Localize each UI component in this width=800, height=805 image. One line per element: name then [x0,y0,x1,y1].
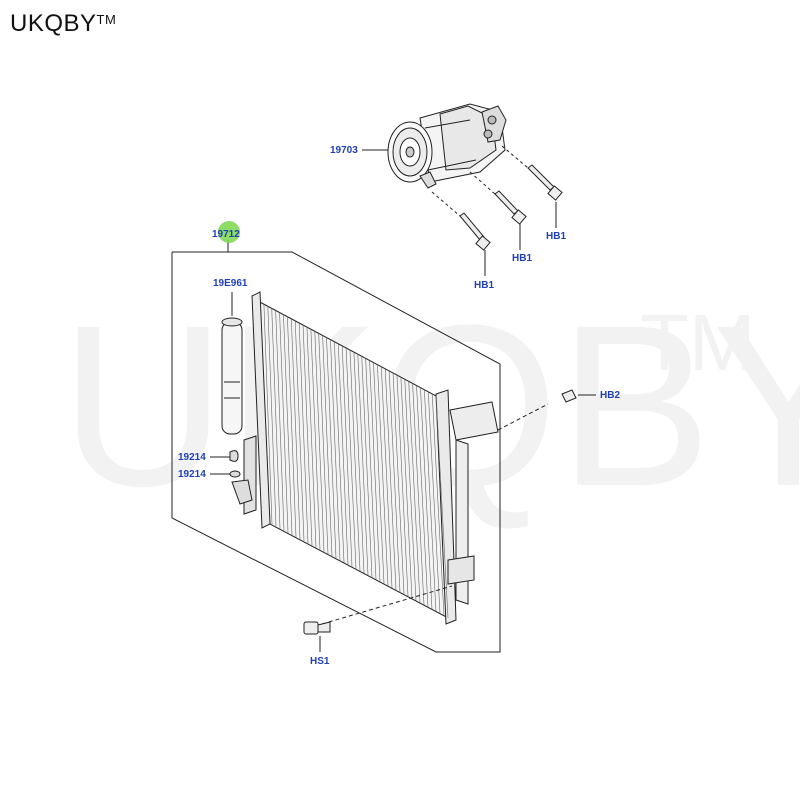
compressor[interactable] [387,103,507,189]
bolt-hs1[interactable] [303,585,453,652]
condenser-fin [424,389,437,612]
bolt-hb1-a[interactable] [431,191,491,276]
condenser-fin [294,320,305,542]
condenser-fin [377,364,389,586]
condenser-fin [326,337,337,559]
condenser-fin [412,383,425,606]
condenser[interactable] [231,291,499,625]
condenser-group-outline [171,251,501,653]
condenser-fin [322,335,333,557]
condenser-fin [373,362,385,584]
condenser-fin [361,356,373,578]
condenser-fin [416,385,429,608]
callout-bolt-hb1-a[interactable]: HB1 [474,280,495,291]
condenser-fin [420,387,433,610]
callout-compressor[interactable]: 19703 [330,145,358,156]
condenser-fin [396,375,409,597]
bolt-hb1-b[interactable] [469,171,527,250]
condenser-fin [334,341,345,563]
condenser-fin [279,312,289,533]
condenser-fin [298,322,309,544]
condenser-fin [353,352,365,574]
bolt-hb1-c[interactable] [501,145,563,228]
callout-bolt-hs1[interactable]: HS1 [310,656,330,667]
condenser-fin [408,381,421,603]
bolt-hb2[interactable] [497,389,596,431]
condenser-fin [263,304,273,525]
callout-bolt-hb1-c[interactable]: HB1 [546,231,567,242]
condenser-fin [318,333,329,554]
condenser-fin [435,395,449,618]
condenser-fin [314,331,325,552]
condenser-fin [345,347,357,569]
condenser-fin [337,343,349,565]
callout-bolt-hb1-b[interactable]: HB1 [512,253,533,264]
condenser-fin [388,370,401,593]
condenser-fin [392,372,405,595]
condenser-fin [404,379,417,601]
callout-oring-upper[interactable]: 19214 [178,452,206,463]
callout-condenser[interactable]: 19712 [212,229,240,240]
condenser-fin [330,339,341,561]
condenser-fin [384,368,397,591]
oring-upper[interactable] [210,450,239,462]
condenser-fin [349,349,361,572]
condenser-fin [271,308,281,529]
callout-bolt-hb2[interactable]: HB2 [600,390,621,401]
condenser-fin [400,377,413,599]
receiver-drier[interactable] [221,292,243,435]
condenser-fin [267,306,277,527]
callout-receiver-drier[interactable]: 19E961 [213,278,248,289]
condenser-fin [287,316,297,537]
brand-name: UKQBY [10,10,97,37]
callout-highlight [218,221,240,243]
callout-oring-lower[interactable]: 19214 [178,469,206,480]
brand-tm: TM [96,12,117,27]
condenser-fin [427,391,441,614]
brand-logo: UKQBYTM [10,10,116,38]
condenser-fin [357,354,369,576]
oring-lower[interactable] [210,470,241,478]
condenser-fin [283,314,293,535]
condenser-fin [291,318,301,540]
condenser-fin [381,366,393,589]
watermark-tm: TM [640,298,756,387]
condenser-fin [341,345,353,567]
condenser-fin [302,324,313,546]
condenser-fin [275,310,285,531]
condenser-fin [431,393,445,616]
condenser-fin [369,360,381,582]
condenser-fin [365,358,377,580]
condenser-fin [310,329,321,550]
condenser-fin [306,327,317,548]
